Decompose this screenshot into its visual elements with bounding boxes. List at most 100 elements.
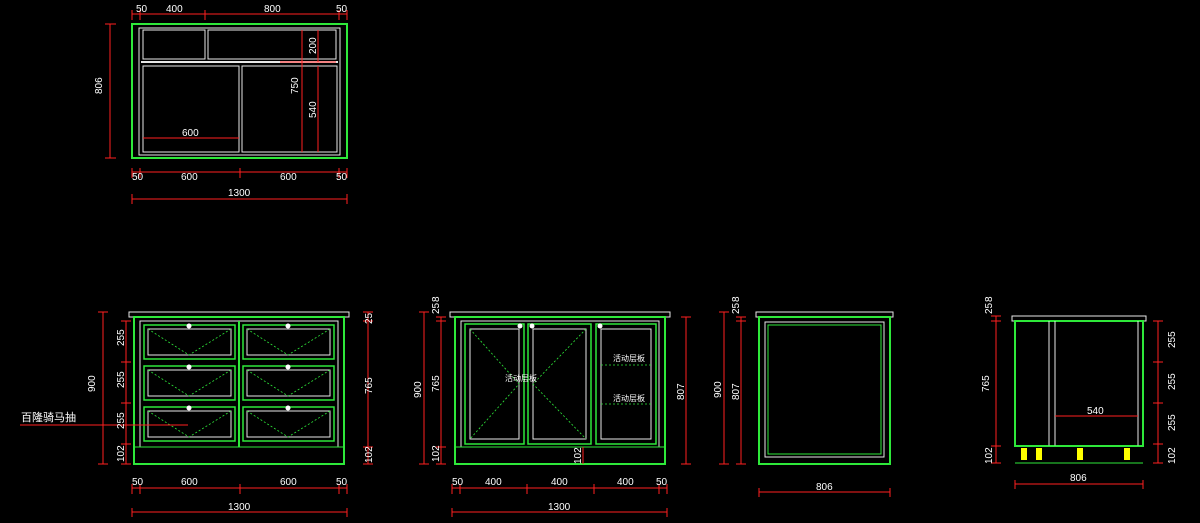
back-panel-inner xyxy=(764,321,885,458)
door-knobs xyxy=(517,323,603,329)
doors-left-dim-102: 102 xyxy=(431,445,442,462)
plan-inner-width: 600 xyxy=(182,128,199,139)
drawers-left-dim-4: 102 xyxy=(116,445,127,462)
drawers-right-dim-2: 765 xyxy=(364,377,375,394)
drawers-carcass xyxy=(133,316,345,465)
side-top-dim-1: 25 xyxy=(984,302,995,314)
drawer-front xyxy=(242,324,335,360)
knob-icon xyxy=(517,323,523,329)
plan-dimension-lines xyxy=(105,10,348,204)
plan-bottom-dim-1: 50 xyxy=(132,172,144,183)
knob-icon xyxy=(597,323,603,329)
drawers-bottom-dim-4: 50 xyxy=(336,477,348,488)
drawers-right-dim-3: 102 xyxy=(364,446,375,463)
plan-depth-dim: 806 xyxy=(94,77,105,94)
doors-mid-dim: 102 xyxy=(573,447,584,464)
front-drawers-view: 900 255 255 255 102 25 765 102 百隆骑马抽 50 … xyxy=(20,311,375,517)
back-top-dim-1: 25 xyxy=(731,302,742,314)
front-doors-view: 活动层板 活动层板 活动层板 25 8 900 765 102 807 102 … xyxy=(413,296,691,517)
plan-lower-right-compartment xyxy=(241,65,338,153)
plan-inner-dim-750: 750 xyxy=(290,77,301,94)
doors-bottom-dim-4: 400 xyxy=(617,477,634,488)
plan-outline xyxy=(131,23,348,159)
side-right-dim-3: 255 xyxy=(1167,414,1178,431)
plan-top-dim-4: 50 xyxy=(336,4,348,15)
knob-icon xyxy=(285,323,291,329)
back-width-dim: 806 xyxy=(816,482,833,493)
knob-icon xyxy=(186,405,192,411)
drawer-front xyxy=(143,365,236,401)
back-dimension-lines xyxy=(719,311,891,497)
drawer-slide-callout: 百隆骑马抽 xyxy=(21,410,76,424)
door-leaf xyxy=(527,323,592,445)
side-inner-depth-dim: 540 xyxy=(1087,406,1104,417)
doors-bottom-dim-5: 50 xyxy=(656,477,668,488)
plan-bottom-dim-4: 50 xyxy=(336,172,348,183)
door-leaves xyxy=(464,323,657,445)
door-leaf xyxy=(595,323,657,445)
back-height-dim: 900 xyxy=(713,381,724,398)
drawer-hinge-lines xyxy=(147,328,331,438)
plan-inner-frame xyxy=(138,27,341,156)
doors-dimension-lines xyxy=(419,311,691,517)
side-left-dim-102: 102 xyxy=(984,447,995,464)
side-top-dim-2: 8 xyxy=(984,296,995,302)
doors-left-dim-765: 765 xyxy=(431,375,442,392)
doors-bottom-dim-3: 400 xyxy=(551,477,568,488)
doors-top-dim-1: 25 xyxy=(431,302,442,314)
back-panel-core xyxy=(767,324,882,455)
drawers-bottom-dim-3: 600 xyxy=(280,477,297,488)
drawer-front xyxy=(242,365,335,401)
drawer-knobs xyxy=(186,323,291,411)
drawers-dimension-lines xyxy=(20,311,373,517)
side-width-dim: 806 xyxy=(1070,473,1087,484)
plan-inner-dim-540: 540 xyxy=(308,101,319,118)
drawers-left-dim-3: 255 xyxy=(116,412,127,429)
back-view: 25 8 900 807 806 xyxy=(713,296,894,497)
plan-upper-left-compartment xyxy=(142,29,206,60)
drawers-height-dim: 900 xyxy=(87,375,98,392)
plan-inner-dim-200: 200 xyxy=(308,37,319,54)
knob-icon xyxy=(285,405,291,411)
doors-inner-frame xyxy=(460,320,660,448)
doors-carcass xyxy=(454,316,666,465)
plan-bottom-dim-2: 600 xyxy=(181,172,198,183)
doors-right-dim: 807 xyxy=(676,383,687,400)
drawers-total-width: 1300 xyxy=(228,502,251,513)
adjustable-feet xyxy=(1021,448,1130,460)
side-right-dim-4: 102 xyxy=(1167,447,1178,464)
back-panel-outline xyxy=(758,316,891,465)
shelf-label: 活动层板 xyxy=(613,353,645,363)
foot-icon xyxy=(1036,448,1042,460)
side-carcass xyxy=(1014,320,1144,447)
plan-upper-right-compartment xyxy=(207,29,337,60)
plan-bottom-dim-3: 600 xyxy=(280,172,297,183)
plan-top-dim-2: 400 xyxy=(166,4,183,15)
plan-lower-left-compartment xyxy=(142,65,240,153)
shelf-label: 活动层板 xyxy=(613,393,645,403)
drawers-bottom-dim-1: 50 xyxy=(132,477,144,488)
plan-top-dim-3: 800 xyxy=(264,4,281,15)
doors-total-width: 1300 xyxy=(548,502,571,513)
drawer-front xyxy=(242,406,335,442)
plan-view: 50 400 800 50 806 200 750 540 600 50 600… xyxy=(94,4,348,204)
foot-icon xyxy=(1124,448,1130,460)
drawers-left-dim-1: 255 xyxy=(116,329,127,346)
side-right-dim-2: 255 xyxy=(1167,373,1178,390)
door-inner-panels xyxy=(469,328,652,440)
foot-icon xyxy=(1077,448,1083,460)
knob-icon xyxy=(285,364,291,370)
knob-icon xyxy=(529,323,535,329)
side-right-dim-1: 255 xyxy=(1167,331,1178,348)
doors-height-dim: 900 xyxy=(413,381,424,398)
back-inner-height-dim: 807 xyxy=(731,383,742,400)
door-hinge-lines xyxy=(469,328,651,440)
drawers-right-dim-1: 25 xyxy=(364,312,375,324)
doors-top-dim-2: 8 xyxy=(431,296,442,302)
drawer-front xyxy=(143,406,236,442)
knob-icon xyxy=(186,323,192,329)
side-dimension-lines xyxy=(991,315,1163,489)
doors-bottom-dim-1: 50 xyxy=(452,477,464,488)
foot-icon xyxy=(1021,448,1027,460)
